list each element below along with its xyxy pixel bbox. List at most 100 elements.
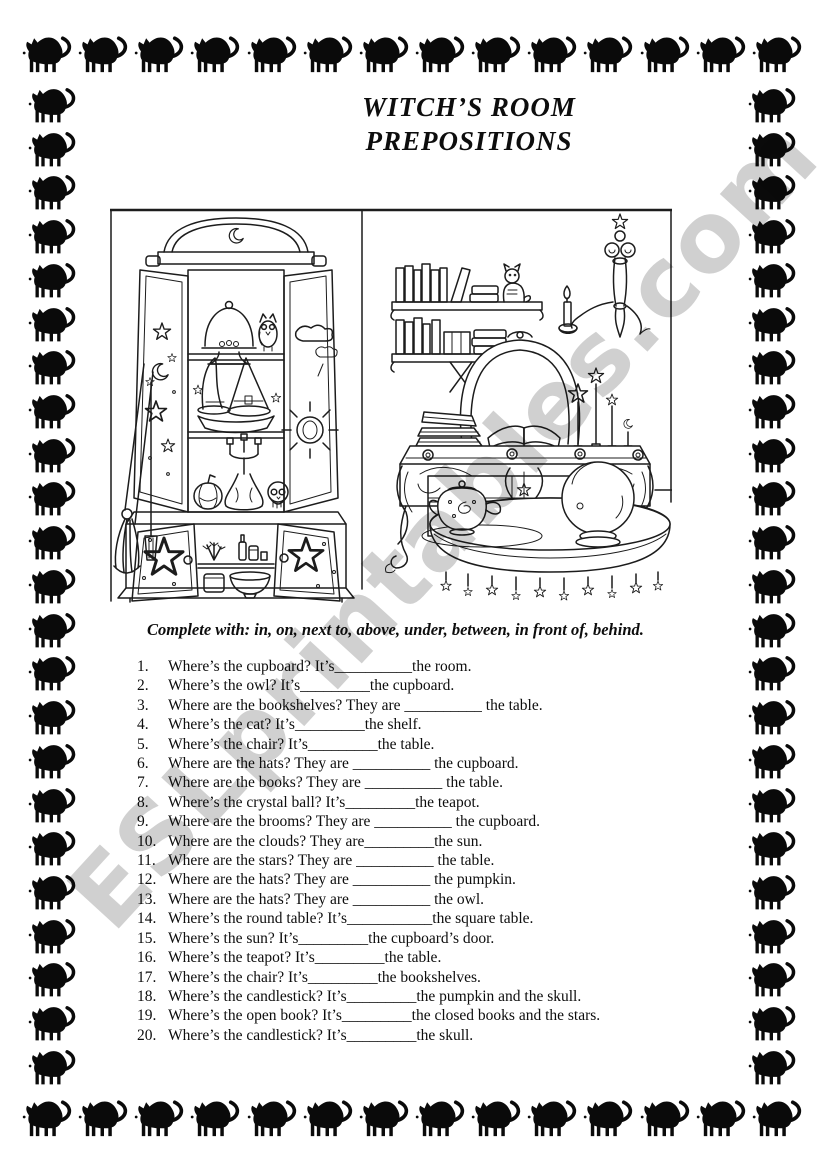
black-cat-icon	[22, 1099, 72, 1138]
question-number: 1.	[137, 658, 149, 675]
black-cat-icon	[27, 480, 76, 518]
instructions-line: Complete with: in, on, next to, above, u…	[147, 620, 644, 639]
black-cat-icon	[27, 262, 76, 299]
black-cat-icon	[27, 393, 76, 431]
black-cat-icon	[27, 699, 76, 737]
black-cat-icon	[27, 524, 76, 562]
question-row: 20. Where’s the candlestick? It’s_______…	[137, 1026, 757, 1045]
question-row: 3. Where are the bookshelves? They are _…	[137, 696, 757, 715]
question-text: Where’s the candlestick? It’s_________th…	[168, 1026, 474, 1044]
question-number: 12.	[137, 871, 157, 889]
question-row: 10. Where are the clouds? They are______…	[137, 832, 757, 851]
cake-dome	[201, 300, 257, 365]
question-text: Where are the stars? They are __________…	[168, 852, 495, 870]
black-cat-icon	[695, 35, 745, 74]
question-number: 5.	[137, 735, 149, 753]
black-cat-icon	[747, 262, 796, 299]
black-cat-icon	[27, 1049, 76, 1086]
question-number: 3.	[137, 696, 149, 714]
boat	[197, 415, 275, 434]
witch-hats	[192, 357, 282, 434]
title-line-2: PREPOSITIONS	[365, 126, 573, 156]
question-number: 10.	[137, 832, 157, 850]
black-cat-icon	[27, 743, 76, 780]
question-number: 17.	[137, 968, 157, 986]
round-table	[421, 461, 671, 601]
question-row: 1. Where’s the cupboard? It’s__________t…	[137, 657, 757, 676]
star-wands	[567, 367, 633, 453]
black-cat-icon	[27, 218, 76, 256]
black-cat-icon	[747, 524, 796, 562]
skull-icon	[267, 481, 289, 509]
question-number: 11.	[137, 852, 156, 870]
page-title: WITCH’S ROOM PREPOSITIONS	[0, 90, 826, 158]
cupboard	[117, 217, 355, 603]
questions-list: 1. Where’s the cupboard? It’s__________t…	[137, 657, 757, 1045]
black-cat-icon	[27, 568, 76, 605]
cupboard-left-door	[133, 269, 189, 513]
sun-icon	[281, 401, 339, 459]
black-cat-icon	[27, 611, 76, 649]
black-cat-icon	[27, 830, 76, 868]
teapot-icon	[428, 480, 502, 536]
black-cat-icon	[747, 480, 796, 518]
question-text: Where’s the teapot? It’s_________the tab…	[168, 949, 442, 967]
question-row: 14. Where’s the round table? It’s_______…	[137, 909, 757, 928]
question-number: 19.	[137, 1007, 157, 1025]
black-cat-icon	[583, 35, 633, 74]
bowl	[229, 571, 271, 599]
chair	[459, 331, 581, 445]
cat-icon	[502, 263, 532, 303]
black-cat-icon	[27, 305, 76, 343]
question-row: 12. Where are the hats? They are _______…	[137, 870, 757, 889]
black-cat-icon	[27, 786, 76, 824]
books-lower-shelf	[395, 317, 511, 355]
closed-books	[415, 411, 483, 447]
black-cat-icon	[747, 349, 796, 387]
black-cat-icon	[190, 35, 240, 74]
cupboard-lower-left-door	[131, 523, 199, 602]
question-number: 9.	[137, 813, 149, 831]
question-text: Where’s the chair? It’s_________the tabl…	[168, 735, 435, 753]
question-row: 5. Where’s the chair? It’s_________the t…	[137, 735, 757, 754]
black-cat-icon	[78, 35, 128, 74]
black-cat-icon	[747, 1049, 796, 1086]
cloud-icon	[315, 346, 338, 358]
question-row: 9. Where are the brooms? They are ______…	[137, 812, 757, 831]
candle	[563, 285, 572, 327]
question-text: Where are the clouds? They are_________t…	[168, 832, 483, 850]
question-row: 2. Where’s the owl? It’s_________the cup…	[137, 676, 757, 695]
question-number: 6.	[137, 755, 149, 773]
cat-border-bottom	[22, 1090, 804, 1144]
black-cat-icon	[747, 568, 796, 605]
witch-room-illustration	[108, 206, 674, 604]
black-cat-icon	[246, 35, 296, 74]
black-cat-icon	[190, 1099, 240, 1138]
picture-frame	[108, 208, 674, 602]
cupboard-lower-right-door	[273, 523, 341, 602]
question-text: Where are the hats? They are __________ …	[168, 890, 485, 908]
candelabra-icon	[224, 433, 264, 511]
black-cat-icon	[27, 874, 76, 911]
owl-icon	[258, 313, 278, 352]
question-row: 16. Where’s the teapot? It’s_________the…	[137, 948, 757, 967]
black-cat-icon	[78, 1099, 128, 1138]
cat-border-left	[24, 84, 82, 1086]
question-text: Where’s the sun? It’s_________the cupboa…	[168, 929, 495, 947]
question-number: 2.	[137, 677, 149, 695]
black-cat-icon	[414, 35, 465, 74]
question-row: 13. Where are the hats? They are _______…	[137, 890, 757, 909]
black-cat-icon	[246, 1099, 296, 1138]
black-cat-icon	[639, 35, 689, 74]
question-text: Where’s the candlestick? It’s_________th…	[168, 987, 582, 1005]
question-text: Where’s the cat? It’s_________the shelf.	[168, 716, 422, 734]
black-cat-icon	[527, 35, 577, 74]
black-cat-icon	[27, 174, 76, 212]
question-number: 20.	[137, 1026, 157, 1044]
question-number: 8.	[137, 793, 149, 811]
question-row: 4. Where’s the cat? It’s_________the she…	[137, 715, 757, 734]
black-cat-icon	[27, 655, 76, 693]
black-cat-icon	[302, 35, 352, 74]
question-text: Where’s the cupboard? It’s__________the …	[168, 658, 472, 675]
black-cat-icon	[527, 1099, 577, 1138]
